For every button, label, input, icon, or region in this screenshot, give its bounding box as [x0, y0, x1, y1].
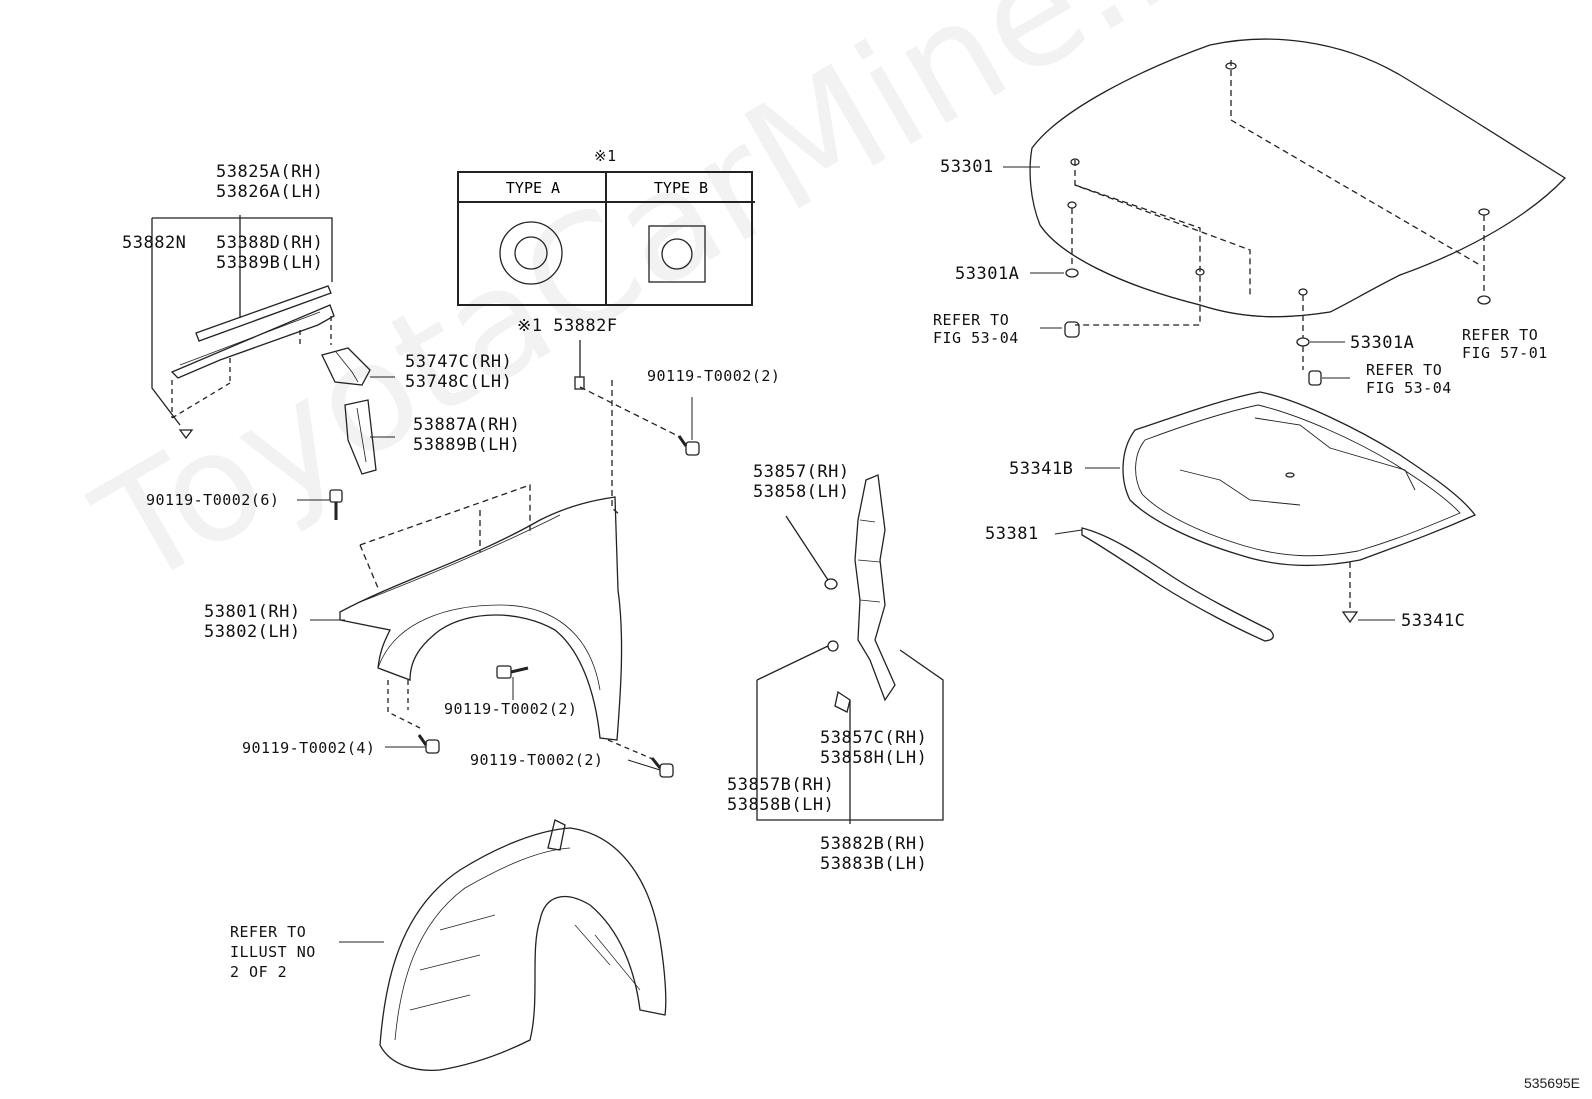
fender-bracket-lower: [344, 399, 377, 475]
label-53802: 53802(LH): [204, 622, 301, 642]
refer-fig-57-01-line1: REFER TO: [1462, 326, 1539, 344]
clip-53882F: [574, 340, 585, 390]
refer-fig-53-04b-line1: REFER TO: [1366, 361, 1443, 379]
label-53341B: 53341B: [1009, 459, 1074, 479]
label-53858B: 53858B(LH): [727, 795, 835, 815]
refer-fig-53-04-line2: FIG 53-04: [933, 329, 1019, 347]
refer-illust-line3: 2 OF 2: [230, 963, 288, 981]
label-53857C: 53857C(RH): [820, 728, 928, 748]
label-53341C: 53341C: [1401, 611, 1466, 631]
bolt-low-right: [650, 757, 674, 778]
label-53882F: ※1 53882F: [517, 316, 618, 336]
figure-id: 535695E: [1523, 1075, 1580, 1091]
label-53887A: 53887A(RH): [413, 415, 521, 435]
hood-insulator: [1122, 391, 1477, 624]
label-53889B: 53889B(LH): [413, 435, 521, 455]
cowl-side-seal: [151, 215, 335, 440]
label-53857B: 53857B(RH): [727, 775, 835, 795]
bolt-6: [329, 489, 343, 520]
label-53381: 53381: [985, 524, 1039, 544]
type-a-header: TYPE A: [459, 173, 607, 203]
label-53389B: 53389B(LH): [216, 253, 324, 273]
label-53882B: 53882B(RH): [820, 834, 928, 854]
hood-panel: [1029, 38, 1567, 386]
label-53825A: 53825A(RH): [216, 162, 324, 182]
label-53301: 53301: [940, 157, 994, 177]
bolt-mid: [496, 665, 529, 679]
refer-illust-line2: ILLUST NO: [230, 943, 316, 961]
label-bolt-2-mid: 90119-T0002(2): [444, 700, 578, 718]
bolt-top: [579, 386, 700, 456]
bolt-low-left: [417, 734, 440, 754]
table-note-mark: ※1: [594, 147, 617, 165]
type-b-header: TYPE B: [607, 173, 755, 203]
clip-type-table: TYPE A TYPE B: [457, 171, 755, 306]
refer-fig-53-04b-line2: FIG 53-04: [1366, 379, 1452, 397]
label-53882N: 53882N: [122, 233, 187, 253]
fender-liner-bracket: [756, 474, 944, 824]
label-53858H: 53858H(LH): [820, 748, 928, 768]
label-53388D: 53388D(RH): [216, 233, 324, 253]
fender-bracket-upper: [321, 347, 371, 386]
front-fender: [339, 380, 656, 761]
label-53858: 53858(LH): [753, 482, 850, 502]
leader-lines: [297, 166, 1395, 943]
label-bolt-6: 90119-T0002(6): [146, 491, 280, 509]
refer-illust-line1: REFER TO: [230, 923, 307, 941]
refer-fig-57-01-line2: FIG 57-01: [1462, 344, 1548, 362]
label-53301A-left: 53301A: [955, 264, 1020, 284]
label-bolt-2-top: 90119-T0002(2): [647, 367, 781, 385]
label-bolt-2-low: 90119-T0002(2): [470, 751, 604, 769]
type-a-clip-shape: [499, 221, 563, 285]
type-b-clip-shape: [648, 225, 706, 283]
hood-seal: [1081, 527, 1274, 642]
table-divider: [605, 173, 607, 304]
label-53747C: 53747C(RH): [405, 352, 513, 372]
label-53301A-right: 53301A: [1350, 333, 1415, 353]
label-53883B: 53883B(LH): [820, 854, 928, 874]
label-53857: 53857(RH): [753, 462, 850, 482]
label-53826A: 53826A(LH): [216, 182, 324, 202]
label-bolt-4: 90119-T0002(4): [242, 739, 376, 757]
fender-liner: [379, 819, 667, 1071]
refer-fig-53-04-line1: REFER TO: [933, 311, 1010, 329]
label-53748C: 53748C(LH): [405, 372, 513, 392]
label-53801: 53801(RH): [204, 602, 301, 622]
